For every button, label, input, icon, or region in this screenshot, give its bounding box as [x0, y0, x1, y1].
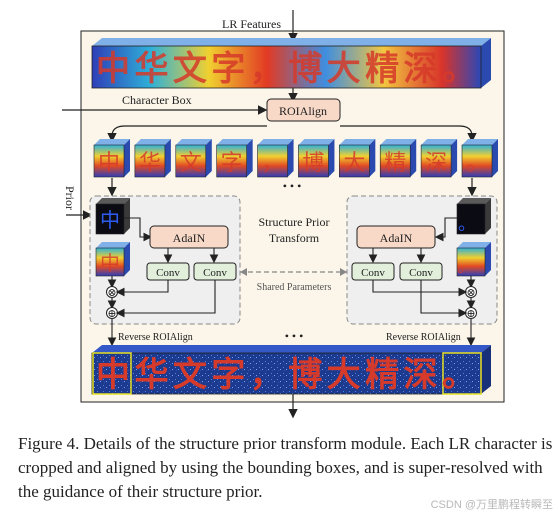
left-conv1-to-multiply [115, 280, 169, 297]
character-crop: 华 [134, 139, 171, 178]
last-char-highlight [442, 352, 482, 395]
roialign-to-first-crop [107, 125, 267, 143]
character-crops: 中华文字 ， 博大精深。 [93, 139, 498, 178]
figure-caption: Figure 4. Details of the structure prior… [18, 434, 553, 501]
character-crop: 深 [420, 139, 458, 178]
left-feature-glyph: 中 [100, 252, 120, 275]
structure-prior-figure: LR Features 中华文字，博大精深。 Character Box ROI… [62, 10, 505, 419]
right-multiply-symbol: ⊗ [466, 287, 475, 299]
left-adain-label: AdaIN [173, 231, 206, 245]
left-feature-cube: 中 [95, 242, 130, 277]
right-feature-cube: 。 [456, 242, 491, 277]
character-box-label: Character Box [122, 93, 192, 107]
left-conv-1-label: Conv [156, 267, 180, 279]
structure-prior-label-line1: Structure Prior [259, 215, 330, 229]
left-multiply-symbol: ⊗ [107, 287, 116, 299]
left-adain-box [149, 225, 229, 249]
character-crop: ， [257, 139, 294, 178]
left-prior-glyph: 中 [100, 209, 120, 232]
right-conv-1-label: Conv [361, 267, 385, 279]
first-char-highlight [92, 352, 132, 395]
character-crop-glyph: ， [262, 150, 284, 175]
sr-output-strip: 中华文字，博大精深。 [91, 345, 491, 395]
roialign-label: ROIAlign [279, 104, 327, 118]
character-crop: 精 [379, 139, 417, 178]
watermark: CSDN @万里鹏程转瞬至 [430, 499, 553, 511]
right-feature-glyph: 。 [457, 256, 475, 276]
character-crop-glyph: 中 [98, 150, 120, 175]
crops-ellipsis: • • • [283, 179, 302, 193]
lr-features-label: LR Features [222, 17, 281, 31]
shared-arrowhead-right [340, 268, 347, 276]
roialign-to-last-crop [340, 125, 477, 143]
right-conv-2-label: Conv [409, 267, 433, 279]
character-crop: 大 [339, 139, 376, 178]
reverse-roialign-left-label: Reverse ROIAlign [118, 332, 193, 343]
character-crop: 字 [216, 139, 253, 178]
right-prior-to-adain [434, 217, 457, 242]
structure-prior-label-line2: Transform [269, 231, 320, 245]
character-crop-glyph: 华 [139, 150, 161, 175]
left-prior-to-adain [124, 217, 153, 242]
character-crop-glyph: 文 [180, 150, 202, 175]
shared-parameters-label: Shared Parameters [257, 282, 332, 293]
right-conv2-to-add [420, 280, 468, 318]
roialign-box [266, 98, 341, 122]
left-prior-cube: 中 [95, 198, 130, 235]
character-crop: 文 [175, 139, 212, 178]
right-adain-box [356, 225, 436, 249]
right-prior-glyph: 。 [458, 214, 476, 234]
character-crop-glyph: 字 [221, 150, 243, 175]
shared-arrowhead-left [240, 268, 247, 276]
character-crop-glyph: 大 [343, 150, 365, 175]
right-adain-label: AdaIN [380, 231, 413, 245]
character-crop: 中 [93, 139, 130, 178]
character-crop-glyph: 精 [384, 150, 406, 175]
left-add-symbol: ⊕ [107, 308, 116, 320]
character-crop-glyph: 深 [425, 150, 447, 175]
left-conv2-to-add [115, 280, 216, 318]
character-crop-glyph: 。 [466, 150, 488, 175]
right-conv1-to-multiply [372, 280, 468, 297]
lr-feature-strip: 中华文字，博大精深。 [91, 38, 491, 89]
modules-ellipsis: • • • [285, 329, 304, 343]
left-conv-2-label: Conv [203, 267, 227, 279]
reverse-roialign-right-label: Reverse ROIAlign [386, 332, 461, 343]
prior-label: Prior [63, 186, 77, 210]
right-prior-cube: 。 [456, 198, 491, 235]
character-crop: 。 [461, 139, 498, 178]
right-add-symbol: ⊕ [466, 308, 475, 320]
character-crop-glyph: 博 [302, 150, 324, 175]
character-crop: 博 [298, 139, 335, 178]
